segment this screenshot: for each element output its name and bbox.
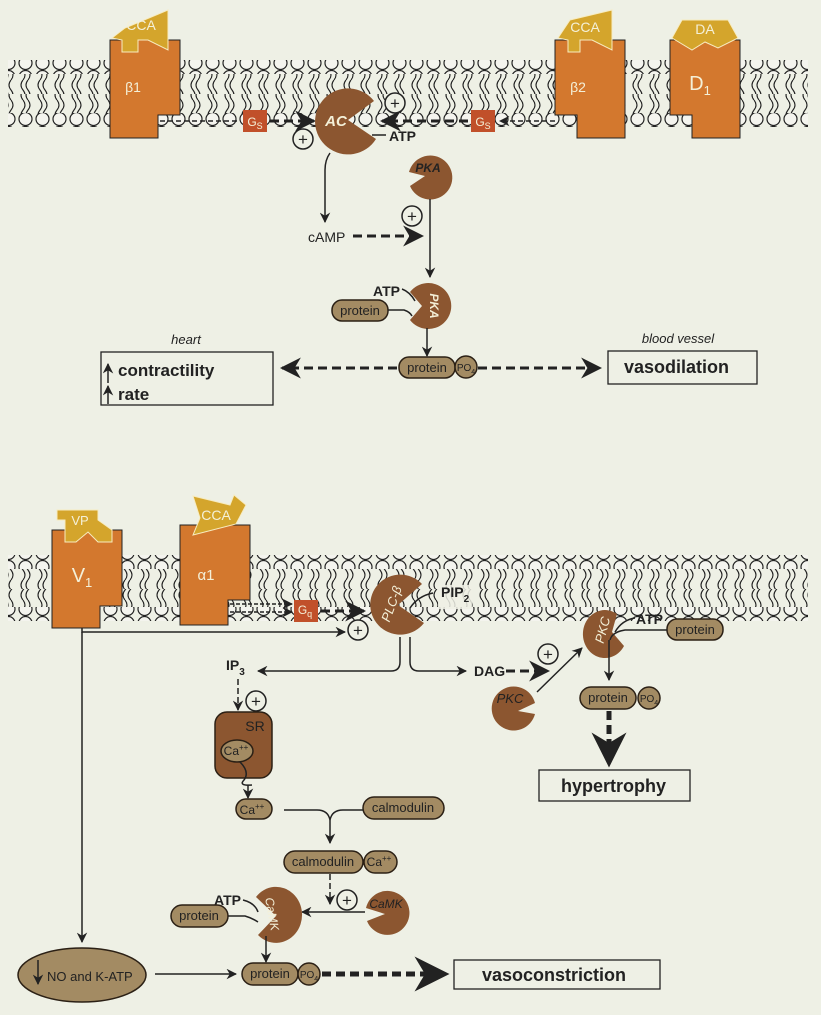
cca-ligand-alpha1 [192,494,247,536]
ca-store [220,739,254,763]
svg-text:calmodulin: calmodulin [372,800,434,815]
atp-label: ATP [636,611,663,627]
vasodilation-label: vasodilation [624,357,729,377]
phospho-pkc-pill [579,686,637,710]
po4-circle [454,355,478,379]
adenylyl-cyclase: AC [315,88,376,155]
svg-text:V1: V1 [72,565,93,590]
plus-icon [336,889,358,911]
plus-icon [401,205,423,227]
pkc-inactive: PKC [491,686,535,731]
gs-protein-right: GS [379,110,555,132]
svg-text:protein: protein [250,966,290,981]
camk-inactive: CaMK [366,890,410,935]
gs-protein-left: GS [160,110,317,132]
svg-text:PKC: PKC [497,691,524,706]
vasoconstriction-box [453,959,661,990]
svg-text:PKA: PKA [427,293,441,318]
svg-text:Ca++: Ca++ [240,802,265,817]
svg-text:PKC: PKC [592,614,614,644]
svg-text:GS: GS [475,115,490,131]
svg-text:protein: protein [179,908,219,923]
svg-text:PO4: PO4 [640,694,658,707]
svg-text:GS: GS [247,115,262,131]
hypertrophy-label: hypertrophy [561,776,666,796]
svg-text:PO4: PO4 [457,363,475,376]
ligand-label: CCA [126,17,156,33]
plus-sign: + [298,130,308,149]
vasodilation-box [607,350,758,385]
ip3-label: IP3 [226,657,245,678]
atp-label: ATP [389,128,416,144]
rate-label: rate [118,385,149,404]
po4-circle [297,962,321,986]
ca-free [235,798,273,820]
svg-text:PKA: PKA [415,161,440,175]
po4-circle [637,686,661,710]
svg-text:protein: protein [588,690,628,705]
vp-ligand [56,509,113,543]
blood-vessel-label: blood vessel [642,331,715,346]
ac-label: AC [324,113,348,130]
gq-protein [294,600,318,622]
svg-text:+: + [251,692,261,711]
svg-text:Ca++: Ca++ [224,743,249,758]
svg-text:protein: protein [407,360,447,375]
no-katp-ellipse [17,947,147,1003]
da-ligand [671,19,739,51]
svg-text:Ca++: Ca++ [367,854,392,869]
pip2-label: PIP2 [441,584,470,605]
svg-text:CaMK: CaMK [369,897,403,911]
svg-text:CaMK: CaMK [262,896,282,932]
svg-text:+: + [342,891,352,910]
heart-effects-box [100,351,274,406]
alpha1-receptor: CCA α1 [179,494,251,626]
cca-ligand-beta2 [557,9,613,53]
dag-label: DAG [474,663,505,679]
contractility-label: contractility [118,361,215,380]
svg-text:Gq: Gq [298,603,312,619]
plus-sign: + [390,94,400,113]
svg-text:α1: α1 [197,567,214,584]
receptor-label: β1 [125,79,141,95]
hypertrophy-box [538,769,691,802]
beta2-receptor: CCA β2 [554,9,626,139]
svg-text:PO4: PO4 [300,970,318,983]
v1-receptor: VP V1 [51,509,123,629]
ligand-label: DA [695,21,715,37]
plus-icon [245,690,267,712]
plus-icon [347,619,369,641]
d1-receptor: DA D1 [669,19,741,139]
pka-active: PKA [410,283,452,330]
heart-label: heart [171,332,202,347]
receptor-label: β2 [570,79,586,95]
no-katp-label: NO and K-ATP [47,969,133,984]
pkc-active: PKC [582,610,624,659]
calmodulin-complex-pill [283,850,364,874]
ligand-label: CCA [570,19,600,35]
camk-active: CaMK [256,886,303,943]
calmodulin-pill [362,796,445,820]
vasoconstriction-label: vasoconstriction [482,965,626,985]
calmodulin-ca-pill [363,850,398,874]
svg-text:CCA: CCA [201,507,231,523]
svg-text:protein: protein [340,303,380,318]
plus-icon [292,128,314,150]
svg-text:+: + [543,645,553,664]
beta1-receptor: CCA β1 [109,9,181,139]
plus-sign: + [407,207,417,226]
atp-label: ATP [373,283,400,299]
pka-inactive: PKA [409,155,453,200]
sr-label: SR [245,718,264,734]
atp-label: ATP [214,892,241,908]
svg-text:calmodulin: calmodulin [292,854,354,869]
plus-icon [537,643,559,665]
svg-text:protein: protein [675,622,715,637]
receptor-label: D1 [689,73,711,98]
svg-text:VP: VP [71,513,88,528]
svg-text:+: + [353,621,363,640]
cca-ligand-beta1 [110,9,169,53]
camp-label: cAMP [308,229,345,245]
